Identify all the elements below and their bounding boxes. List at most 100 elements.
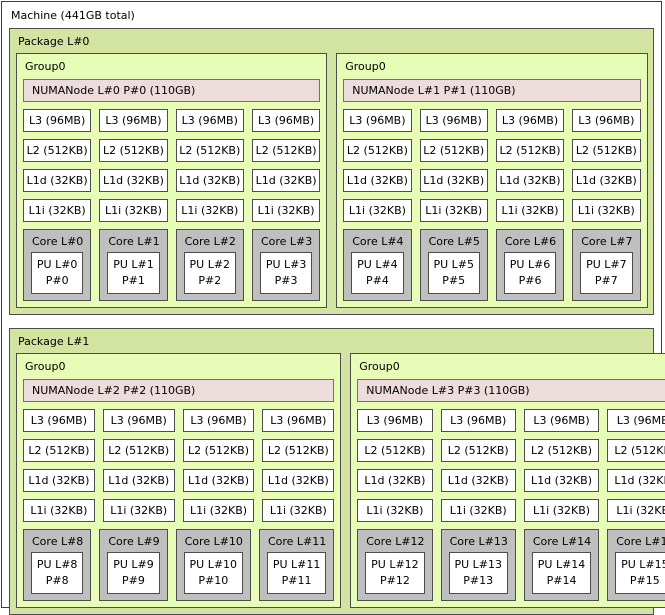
- group-label: Group0: [359, 360, 400, 373]
- core-label: Core L#2: [184, 235, 236, 248]
- numanode-box: NUMANode L#2 P#2 (110GB): [23, 379, 335, 402]
- l3-cache-box: L3 (96MB): [262, 409, 335, 432]
- pu-box: PU L#12 P#12: [365, 552, 425, 594]
- package-box-0: Package L#0 Group0 NUMANode L#0 P#0 (110…: [9, 28, 654, 315]
- pu-physical-label: P#11: [281, 574, 312, 587]
- l1d-cache-row: L1d (32KB) L1d (32KB) L1d (32KB) L1d (32…: [343, 169, 641, 192]
- core-label: Core L#14: [532, 535, 592, 548]
- l1d-cache-box: L1d (32KB): [343, 169, 412, 192]
- l2-cache-box: L2 (512KB): [572, 139, 641, 162]
- l1i-cache-row: L1i (32KB) L1i (32KB) L1i (32KB) L1i (32…: [23, 199, 321, 222]
- core-box: Core L#13 PU L#13 P#13: [440, 529, 516, 601]
- numanode-box: NUMANode L#3 P#3 (110GB): [357, 379, 665, 402]
- pu-box: PU L#13 P#13: [448, 552, 508, 594]
- pu-logical-label: PU L#2: [189, 258, 231, 271]
- pu-physical-label: P#2: [198, 274, 222, 287]
- l1d-cache-box: L1d (32KB): [357, 469, 433, 492]
- l1d-cache-row: L1d (32KB) L1d (32KB) L1d (32KB) L1d (32…: [23, 169, 321, 192]
- group-box-0-0: Group0 NUMANode L#0 P#0 (110GB) L3 (96MB…: [16, 53, 328, 308]
- l2-cache-box: L2 (512KB): [419, 139, 488, 162]
- l2-cache-box: L2 (512KB): [343, 139, 412, 162]
- numanode-label: NUMANode L#2 P#2 (110GB): [32, 384, 196, 397]
- pu-logical-label: PU L#8: [36, 558, 78, 571]
- numanode-box: NUMANode L#0 P#0 (110GB): [23, 79, 321, 102]
- group-box-1-1: Group0 NUMANode L#3 P#3 (110GB) L3 (96MB…: [350, 353, 665, 608]
- l1d-cache-box: L1d (32KB): [175, 169, 244, 192]
- pu-logical-label: PU L#4: [357, 258, 398, 271]
- package-label: Package L#0: [18, 35, 90, 48]
- package-box-1: Package L#1 Group0 NUMANode L#2 P#2 (110…: [9, 328, 665, 615]
- pu-physical-label: P#15: [629, 574, 660, 587]
- pu-physical-label: P#6: [518, 274, 542, 287]
- pu-logical-label: PU L#9: [113, 558, 154, 571]
- l3-cache-box: L3 (96MB): [607, 409, 665, 432]
- core-label: Core L#0: [32, 235, 84, 248]
- core-box: Core L#4 PU L#4 P#4: [343, 229, 412, 301]
- l2-cache-box: L2 (512KB): [607, 439, 665, 462]
- l1d-cache-row: L1d (32KB) L1d (32KB) L1d (32KB) L1d (32…: [23, 469, 335, 492]
- l1i-cache-box: L1i (32KB): [523, 499, 600, 522]
- l3-cache-box: L3 (96MB): [343, 109, 412, 132]
- l1i-cache-box: L1i (32KB): [182, 499, 255, 522]
- l1d-cache-box: L1d (32KB): [572, 169, 641, 192]
- l1d-cache-box: L1d (32KB): [607, 469, 665, 492]
- l3-cache-box: L3 (96MB): [495, 109, 565, 132]
- core-label: Core L#1: [108, 235, 160, 248]
- core-box: Core L#1 PU L#1 P#1: [99, 229, 168, 301]
- l2-cache-box: L2 (512KB): [23, 139, 92, 162]
- pu-logical-label: PU L#0: [36, 258, 78, 271]
- core-box: Core L#6 PU L#6 P#6: [495, 229, 565, 301]
- core-label: Core L#9: [108, 535, 160, 548]
- l1d-cache-box: L1d (32KB): [23, 169, 92, 192]
- numanode-label: NUMANode L#0 P#0 (110GB): [32, 84, 196, 97]
- l2-cache-row: L2 (512KB) L2 (512KB) L2 (512KB) L2 (512…: [357, 439, 665, 462]
- l1i-cache-box: L1i (32KB): [607, 499, 665, 522]
- group-label: Group0: [25, 360, 66, 373]
- pu-box: PU L#15 P#15: [615, 552, 665, 594]
- pu-box: PU L#11 P#11: [266, 552, 327, 594]
- numanode-box: NUMANode L#1 P#1 (110GB): [343, 79, 641, 102]
- pu-box: PU L#1 P#1: [107, 252, 160, 294]
- pu-physical-label: P#4: [365, 274, 389, 287]
- l1d-cache-box: L1d (32KB): [99, 169, 168, 192]
- pu-logical-label: PU L#12: [371, 558, 419, 571]
- group-label: Group0: [345, 60, 386, 73]
- core-box: Core L#0 PU L#0 P#0: [23, 229, 92, 301]
- numanode-label: NUMANode L#1 P#1 (110GB): [352, 84, 516, 97]
- l2-cache-box: L2 (512KB): [23, 439, 95, 462]
- l2-cache-box: L2 (512KB): [182, 439, 255, 462]
- l2-cache-box: L2 (512KB): [440, 439, 516, 462]
- l3-cache-box: L3 (96MB): [175, 109, 244, 132]
- l2-cache-row: L2 (512KB) L2 (512KB) L2 (512KB) L2 (512…: [23, 139, 321, 162]
- group-box-1-0: Group0 NUMANode L#2 P#2 (110GB) L3 (96MB…: [16, 353, 342, 608]
- core-box: Core L#12 PU L#12 P#12: [357, 529, 433, 601]
- core-box: Core L#2 PU L#2 P#2: [175, 229, 244, 301]
- pu-logical-label: PU L#13: [454, 558, 502, 571]
- l3-cache-row: L3 (96MB) L3 (96MB) L3 (96MB) L3 (96MB): [23, 109, 321, 132]
- l1d-cache-box: L1d (32KB): [419, 169, 488, 192]
- core-box: Core L#3 PU L#3 P#3: [251, 229, 321, 301]
- core-row: Core L#12 PU L#12 P#12 Core L#13 PU L#13…: [357, 529, 665, 601]
- pu-physical-label: P#7: [594, 274, 618, 287]
- l1i-cache-box: L1i (32KB): [343, 199, 412, 222]
- pu-logical-label: PU L#15: [621, 558, 665, 571]
- pu-box: PU L#3 P#3: [259, 252, 313, 294]
- l1i-cache-box: L1i (32KB): [175, 199, 244, 222]
- l1i-cache-box: L1i (32KB): [251, 199, 321, 222]
- pu-box: PU L#0 P#0: [31, 252, 84, 294]
- pu-physical-label: P#14: [546, 574, 577, 587]
- pu-physical-label: P#10: [198, 574, 229, 587]
- core-box: Core L#9 PU L#9 P#9: [99, 529, 168, 601]
- package-groups: Group0 NUMANode L#0 P#0 (110GB) L3 (96MB…: [16, 53, 648, 308]
- pu-logical-label: PU L#5: [433, 258, 474, 271]
- core-box: Core L#14 PU L#14 P#14: [523, 529, 600, 601]
- l1d-cache-row: L1d (32KB) L1d (32KB) L1d (32KB) L1d (32…: [357, 469, 665, 492]
- group-box-0-1: Group0 NUMANode L#1 P#1 (110GB) L3 (96MB…: [336, 53, 648, 308]
- l3-cache-box: L3 (96MB): [23, 409, 95, 432]
- l3-cache-box: L3 (96MB): [419, 109, 488, 132]
- pu-physical-label: P#0: [45, 274, 69, 287]
- pu-box: PU L#8 P#8: [31, 552, 84, 594]
- core-box: Core L#8 PU L#8 P#8: [23, 529, 92, 601]
- pu-logical-label: PU L#3: [265, 258, 307, 271]
- core-label: Core L#8: [32, 535, 84, 548]
